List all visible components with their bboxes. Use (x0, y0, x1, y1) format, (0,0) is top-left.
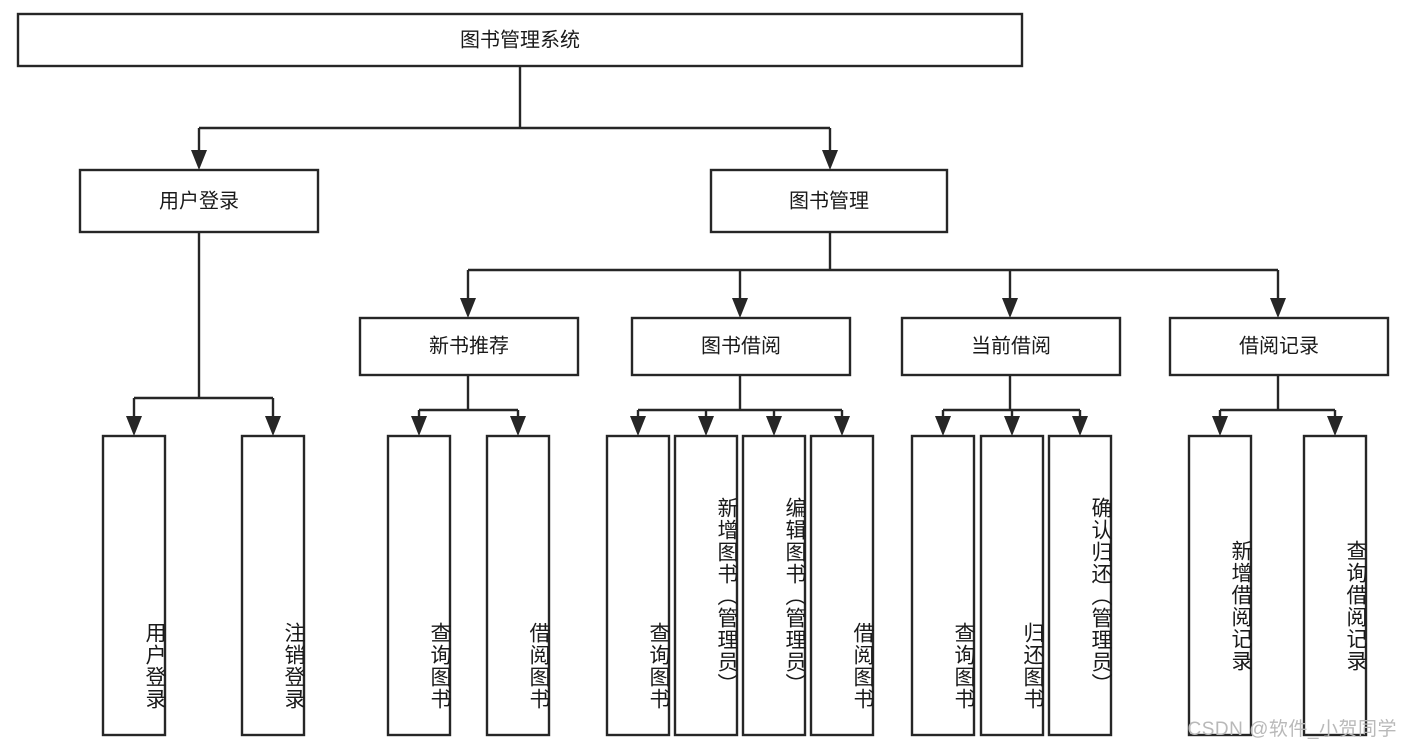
arrow-leaf-d1 (935, 416, 951, 436)
leaf-box-current-borrow-3[interactable] (1047, 434, 1113, 737)
connector-book-borrow-to-leaves (630, 375, 850, 436)
arrow-to-book-borrow (732, 298, 748, 318)
arrow-leaf-d3 (1072, 416, 1088, 436)
connector-current-borrow-to-leaves (935, 375, 1088, 436)
connector-new-book-to-leaves (411, 375, 526, 436)
node-book-manage[interactable]: 图书管理 (709, 168, 949, 234)
arrow-leaf-a2 (265, 416, 281, 436)
leaf-box-borrow-record-2[interactable] (1302, 434, 1368, 737)
leaf-box-new-book-1[interactable] (386, 434, 452, 737)
csdn-watermark: CSDN @软件_小贺同学 (1187, 719, 1397, 740)
connector-book-manage-to-level3 (460, 232, 1286, 318)
node-user-login-box[interactable] (78, 168, 320, 234)
connector-root-to-level2 (191, 66, 838, 170)
node-borrow-record-box[interactable] (1168, 316, 1390, 377)
node-borrow-record[interactable]: 借阅记录 (1168, 316, 1390, 377)
leaf-boxes-user-login (101, 434, 306, 737)
leaf-boxes-borrow-record (1187, 434, 1368, 737)
arrow-leaf-a1 (126, 416, 142, 436)
node-book-borrow-box[interactable] (630, 316, 852, 377)
arrow-leaf-c3 (766, 416, 782, 436)
arrow-to-user-login (191, 150, 207, 170)
leaf-box-book-borrow-4[interactable] (809, 434, 875, 737)
node-user-login[interactable]: 用户登录 (78, 168, 320, 234)
node-borrow-record-label: 借阅记录 (1239, 334, 1319, 357)
leaf-boxes-new-book-recommend (386, 434, 551, 737)
leaf-box-book-borrow-3[interactable] (741, 434, 807, 737)
leaf-box-current-borrow-2[interactable] (979, 434, 1045, 737)
arrow-leaf-c1 (630, 416, 646, 436)
node-book-borrow[interactable]: 图书借阅 (630, 316, 852, 377)
arrow-leaf-e2 (1327, 416, 1343, 436)
leaf-boxes-current-borrow (910, 434, 1113, 737)
leaf-box-current-borrow-1[interactable] (910, 434, 976, 737)
leaf-box-new-book-2[interactable] (485, 434, 551, 737)
leaf-box-book-borrow-1[interactable] (605, 434, 671, 737)
node-book-manage-box[interactable] (709, 168, 949, 234)
node-current-borrow-box[interactable] (900, 316, 1122, 377)
arrow-leaf-c4 (834, 416, 850, 436)
node-root-box[interactable] (16, 12, 1024, 68)
node-new-book-recommend-label: 新书推荐 (429, 334, 509, 357)
arrow-to-current-borrow (1002, 298, 1018, 318)
node-current-borrow-label: 当前借阅 (971, 334, 1051, 357)
arrow-leaf-d2 (1004, 416, 1020, 436)
leaf-box-user-login-1[interactable] (101, 434, 167, 737)
arrow-to-borrow-record (1270, 298, 1286, 318)
leaf-boxes-book-borrow (605, 434, 875, 737)
arrow-to-book-manage (822, 150, 838, 170)
connector-user-login-to-leaves (126, 232, 281, 436)
arrow-leaf-c2 (698, 416, 714, 436)
arrow-leaf-b1 (411, 416, 427, 436)
arrow-leaf-b2 (510, 416, 526, 436)
node-book-borrow-label: 图书借阅 (701, 334, 781, 357)
node-root-label: 图书管理系统 (460, 28, 580, 51)
leaf-box-user-login-2[interactable] (240, 434, 306, 737)
leaf-box-borrow-record-1[interactable] (1187, 434, 1253, 737)
arrow-to-new-book (460, 298, 476, 318)
arrow-leaf-e1 (1212, 416, 1228, 436)
node-book-manage-label: 图书管理 (789, 189, 869, 212)
leaf-box-book-borrow-2[interactable] (673, 434, 739, 737)
node-new-book-recommend-box[interactable] (358, 316, 580, 377)
node-user-login-label: 用户登录 (159, 189, 239, 212)
node-new-book-recommend[interactable]: 新书推荐 (358, 316, 580, 377)
connector-borrow-record-to-leaves (1212, 375, 1343, 436)
node-current-borrow[interactable]: 当前借阅 (900, 316, 1122, 377)
node-root[interactable]: 图书管理系统 (16, 12, 1024, 68)
